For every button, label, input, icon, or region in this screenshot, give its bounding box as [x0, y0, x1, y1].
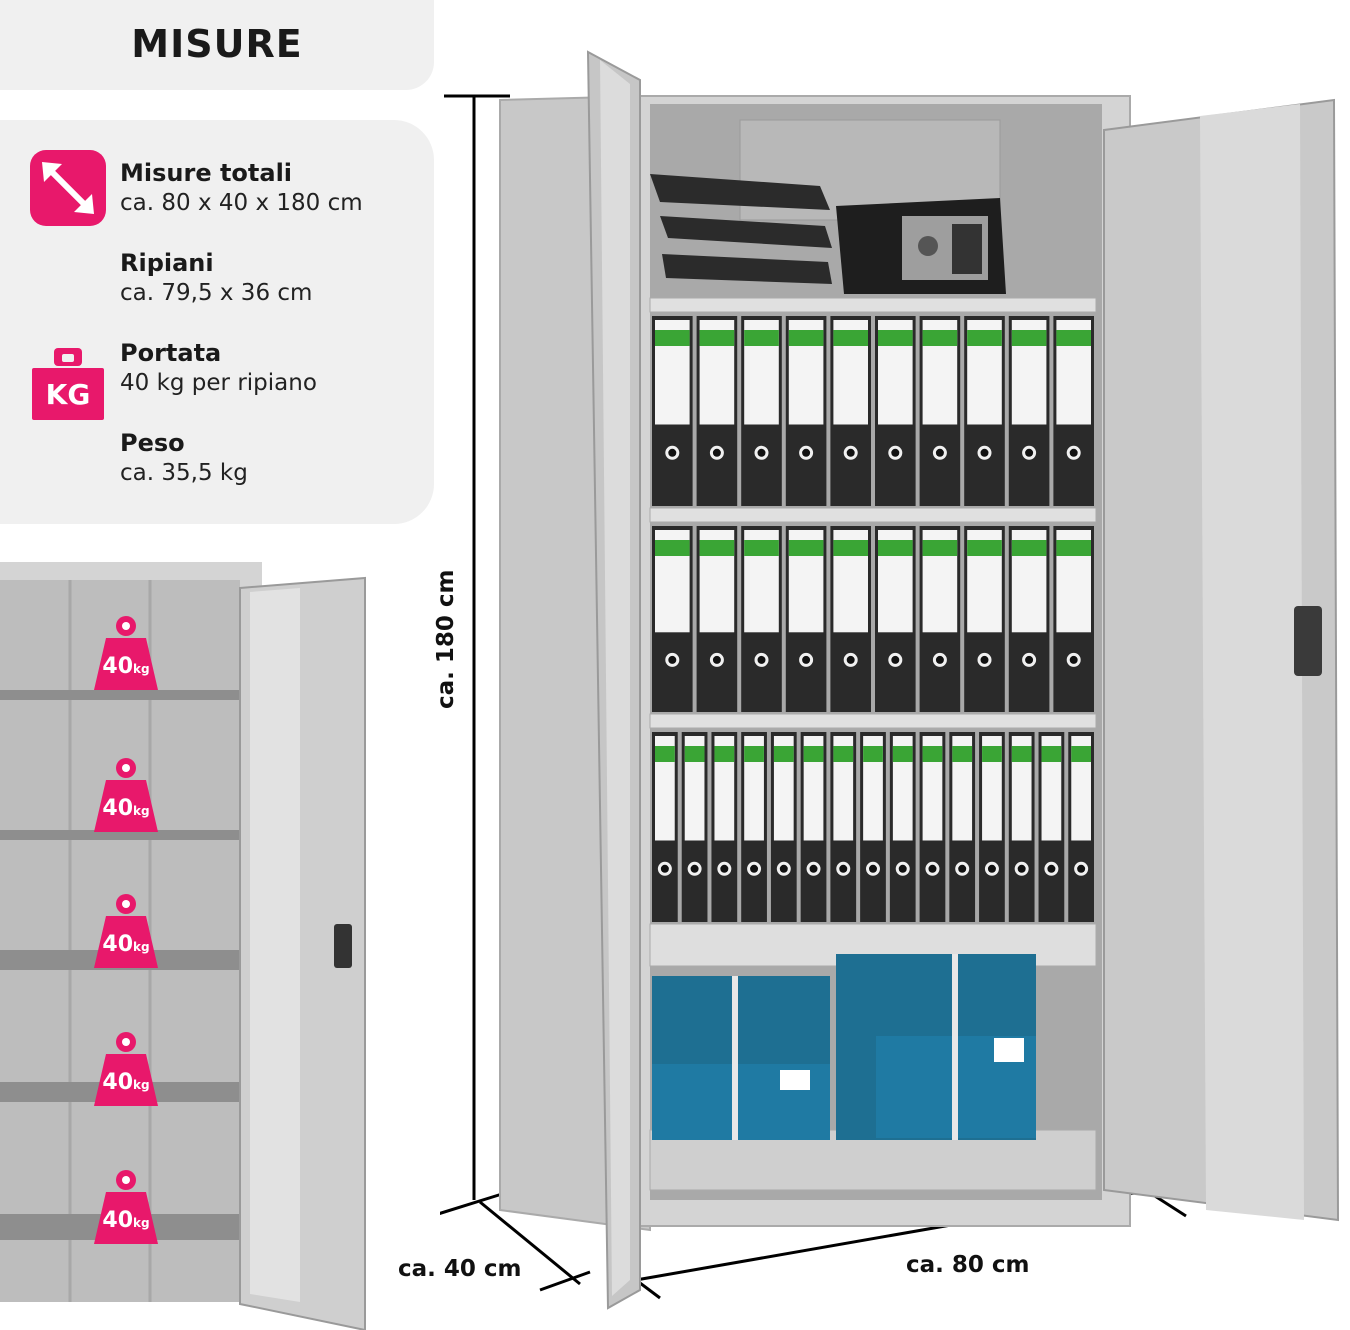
kg-weight-icon: KG	[30, 344, 106, 420]
binder	[964, 316, 1005, 506]
spec-item-capacity: Portata 40 kg per ripiano	[120, 338, 317, 398]
spec-value: ca. 35,5 kg	[120, 460, 248, 486]
binder	[696, 316, 738, 506]
binder	[652, 316, 693, 506]
binder	[696, 526, 738, 712]
load-badge-shelf-5: 40kg	[92, 1168, 160, 1246]
binder	[1053, 526, 1094, 712]
binder	[711, 732, 738, 922]
load-value-text: 40kg	[102, 932, 150, 957]
spec-value: ca. 80 x 40 x 180 cm	[120, 190, 363, 216]
spec-item-total-size: Misure totali ca. 80 x 40 x 180 cm	[120, 158, 363, 218]
binder	[919, 316, 961, 506]
kg-icon-text: KG	[45, 378, 91, 411]
spec-value: ca. 79,5 x 36 cm	[120, 280, 313, 306]
spec-item-weight: Peso ca. 35,5 kg	[120, 428, 248, 488]
binder	[1053, 316, 1094, 506]
spec-item-shelves: Ripiani ca. 79,5 x 36 cm	[120, 248, 312, 308]
load-value-text: 40kg	[102, 796, 150, 821]
binder	[1038, 732, 1065, 922]
paper-box-right	[836, 954, 1036, 1140]
binder	[741, 732, 767, 922]
load-badge-shelf-1: 40kg	[92, 614, 160, 692]
binder	[919, 732, 946, 922]
binder	[785, 526, 827, 712]
binder	[919, 526, 961, 712]
load-value-text: 40kg	[102, 1208, 150, 1233]
binder	[681, 732, 708, 922]
binder	[889, 732, 916, 922]
load-badge-shelf-2: 40kg	[92, 756, 160, 834]
binder	[949, 732, 976, 922]
binder	[979, 732, 1005, 922]
cabinet-product-image	[437, 40, 1350, 1330]
binder	[1068, 732, 1094, 922]
binder	[1008, 732, 1035, 922]
binder	[830, 316, 871, 506]
load-value-text: 40kg	[102, 654, 150, 679]
binder	[652, 526, 693, 712]
spec-value: 40 kg per ripiano	[120, 370, 317, 396]
height-dimension-label: ca. 180 cm	[433, 569, 459, 709]
binder	[875, 316, 916, 506]
binder	[785, 316, 827, 506]
spec-label: Portata	[120, 339, 222, 367]
binder	[860, 732, 886, 922]
page-title: MISURE	[131, 22, 303, 66]
binder	[800, 732, 827, 922]
binder	[875, 526, 916, 712]
binder	[830, 732, 857, 922]
letter-trays-image	[650, 174, 832, 284]
spec-panel: Misure totali ca. 80 x 40 x 180 cm Ripia…	[0, 120, 434, 524]
binder	[964, 526, 1005, 712]
paper-box-left	[652, 976, 830, 1140]
depth-dimension-label: ca. 40 cm	[398, 1256, 522, 1282]
spec-label: Peso	[120, 429, 185, 457]
spec-label: Ripiani	[120, 249, 214, 277]
binder	[770, 732, 797, 922]
binder	[741, 316, 782, 506]
load-value-text: 40kg	[102, 1070, 150, 1095]
diagonal-arrow-icon	[30, 150, 106, 226]
safe-image	[836, 198, 1006, 294]
binder	[1008, 526, 1050, 712]
load-badge-shelf-4: 40kg	[92, 1030, 160, 1108]
width-dimension-label: ca. 80 cm	[906, 1252, 1030, 1278]
binder	[741, 526, 782, 712]
binder	[830, 526, 871, 712]
spec-label: Misure totali	[120, 159, 293, 187]
load-badge-shelf-3: 40kg	[92, 892, 160, 970]
binder	[1008, 316, 1050, 506]
cabinet-load-illustration	[0, 562, 370, 1330]
title-panel: MISURE	[0, 0, 434, 90]
binder	[652, 732, 678, 922]
